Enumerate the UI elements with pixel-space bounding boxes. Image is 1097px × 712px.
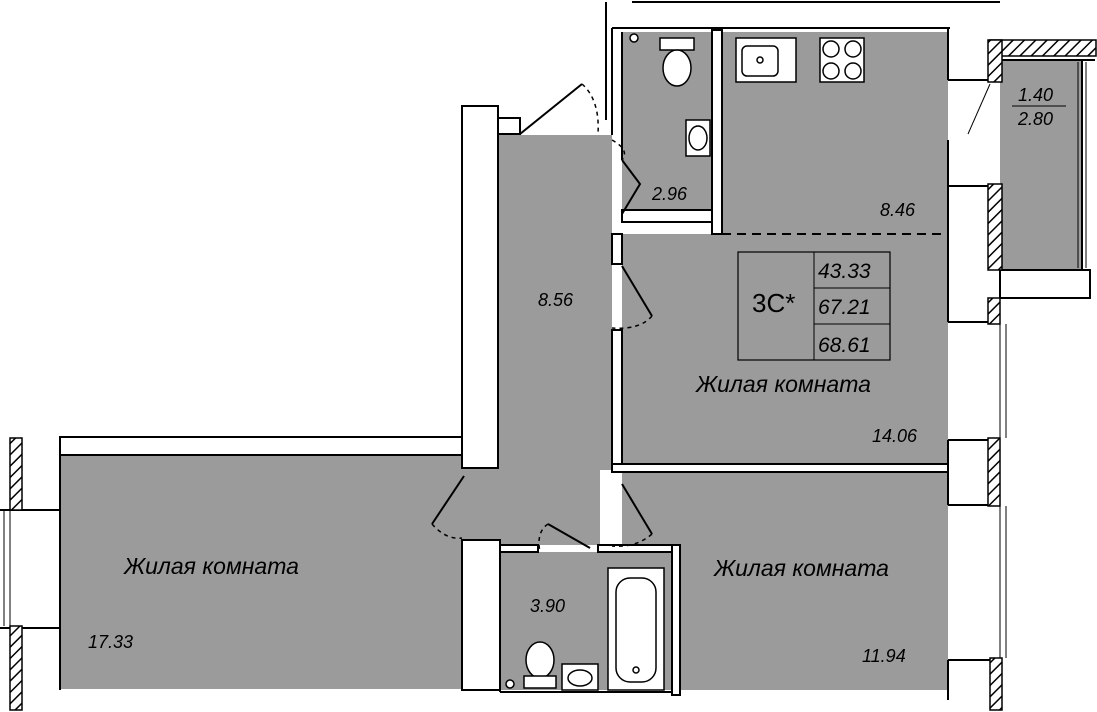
summary-box: 3С* 43.33 67.21 68.61	[737, 251, 891, 361]
living-center-area: 14.06	[872, 426, 918, 446]
apartment-code: 3С*	[752, 288, 795, 318]
kitchen-area: 8.46	[880, 200, 916, 220]
bathtub-icon	[607, 567, 665, 691]
room-balcony	[1000, 60, 1082, 270]
total-area: 67.21	[818, 296, 871, 319]
balcony-area: 1.40 2.80	[1012, 85, 1066, 129]
room-hall	[462, 135, 612, 545]
bathroom-sink-icon	[561, 663, 599, 691]
hall-area: 8.56	[538, 290, 574, 310]
toilet-area: 2.96	[651, 184, 688, 204]
living-right-name: Жилая комната	[713, 555, 889, 581]
washbasin-icon	[685, 119, 711, 157]
bathroom-toilet-icon	[523, 641, 557, 689]
fixtures	[505, 33, 865, 691]
exterior-walls	[3, 39, 1097, 711]
living-left-area: 17.33	[88, 632, 133, 652]
doors	[431, 83, 653, 553]
balcony-area-bottom: 2.80	[1017, 109, 1053, 129]
living-area-total: 43.33	[818, 260, 871, 283]
room-living-left	[60, 455, 462, 689]
toilet-icon	[659, 37, 695, 87]
living-right-area: 11.94	[862, 646, 906, 666]
stove-icon	[819, 37, 865, 83]
rooms	[60, 32, 1082, 690]
bathroom-area: 3.90	[530, 596, 565, 616]
total-area-with-balcony: 68.61	[818, 334, 871, 357]
living-center-name: Жилая комната	[695, 371, 871, 397]
balcony-area-top: 1.40	[1018, 85, 1053, 105]
room-labels: 8.56 2.96 8.46 Жилая комната 14.06 Жилая…	[88, 184, 918, 666]
walls	[0, 1, 1095, 700]
room-living-center	[622, 234, 948, 464]
living-left-name: Жилая комната	[123, 553, 299, 579]
